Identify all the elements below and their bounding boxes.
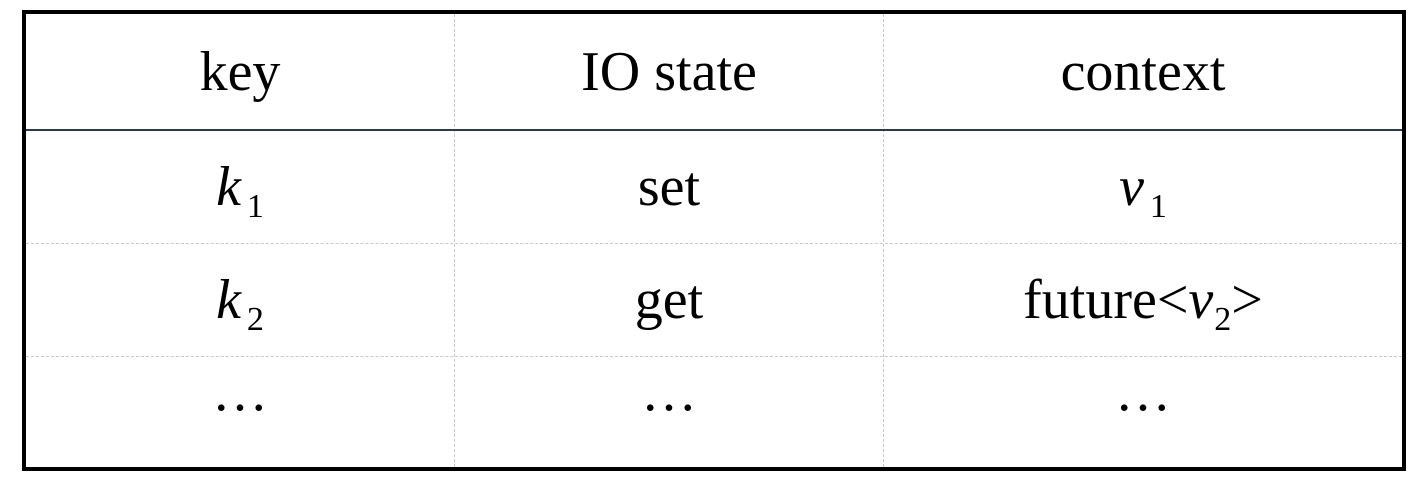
context-subscript: 1: [1149, 188, 1167, 225]
table-row-2-io-state: get: [634, 269, 704, 331]
table-row-1-io-state: set: [637, 156, 701, 218]
ellipsis: …: [1115, 361, 1171, 423]
header-key: key: [199, 40, 281, 103]
header-io-state: IO state: [581, 40, 757, 103]
key-subscript: 1: [246, 188, 264, 225]
context-prefix: future<: [1023, 269, 1189, 331]
context-suffix: >: [1231, 269, 1263, 331]
context-symbol: v: [1119, 156, 1144, 218]
table-row-3-io-state: …: [455, 357, 883, 467]
key-symbol: k: [216, 269, 241, 331]
ellipsis: …: [212, 361, 268, 423]
column-divider: [454, 14, 455, 467]
table-row-3-key: …: [26, 357, 454, 467]
context-subscript: 2: [1214, 301, 1232, 338]
row-divider: [26, 243, 1402, 244]
header-context: context: [1060, 40, 1226, 103]
table-row-3-context: …: [884, 357, 1402, 467]
row-divider: [26, 356, 1402, 357]
context-symbol: v: [1188, 269, 1214, 331]
column-divider: [883, 14, 884, 467]
ellipsis: …: [641, 361, 697, 423]
header-divider: [26, 129, 1402, 131]
key-symbol: k: [216, 156, 241, 218]
key-subscript: 2: [246, 301, 264, 338]
